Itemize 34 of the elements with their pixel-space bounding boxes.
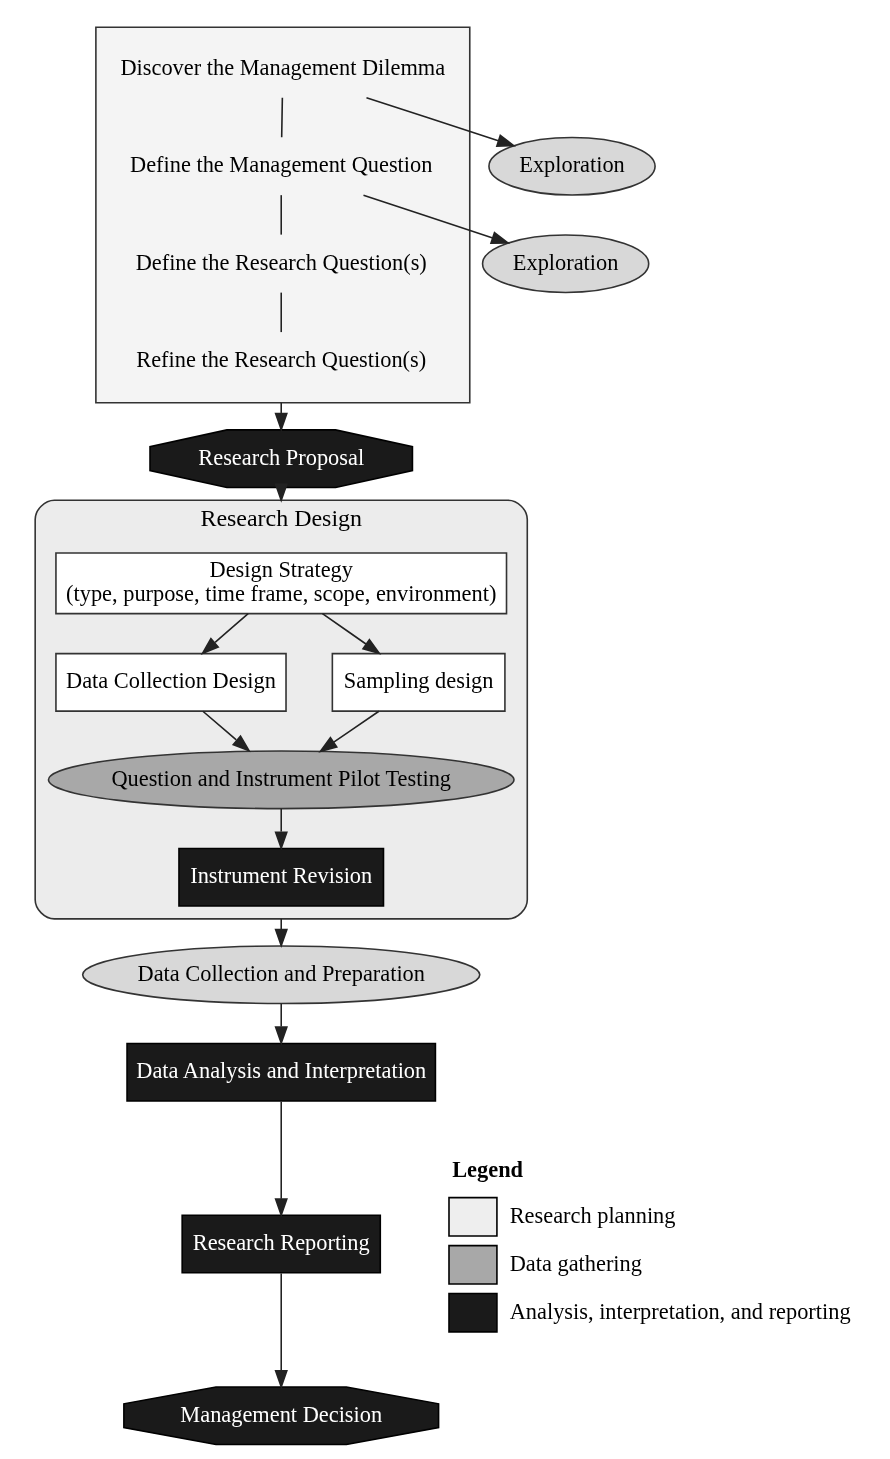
label: Legend	[452, 1157, 523, 1183]
node-box: Data Analysis and Interpretation	[126, 1042, 437, 1102]
arrow	[274, 918, 288, 949]
arrow	[274, 1100, 288, 1218]
arrow	[274, 401, 288, 432]
node-ellipse: Data Collection and Preparation	[81, 945, 481, 1005]
node-ellipse: Exploration	[481, 234, 650, 294]
arrow	[274, 1002, 288, 1046]
arrow	[202, 710, 251, 753]
arrow	[365, 96, 517, 147]
arrow	[274, 807, 288, 851]
cluster	[95, 26, 471, 404]
legend-label: Data gathering	[509, 1250, 642, 1276]
node-box: Sampling design	[331, 652, 506, 712]
legend-label: Research planning	[509, 1202, 676, 1228]
connector	[280, 96, 284, 138]
node-text: Define the Research Question(s)	[135, 249, 427, 275]
arrow	[362, 194, 511, 245]
arrow	[274, 483, 288, 503]
node-box: Design Strategy (type, purpose, time frame, scope, environment)	[55, 552, 508, 615]
connector	[280, 291, 283, 333]
arrow	[321, 612, 382, 655]
arrow	[200, 612, 249, 655]
node-box: Instrument Revision	[178, 847, 385, 907]
arrow	[274, 1272, 288, 1390]
node-box: Data Collection Design	[55, 652, 287, 712]
node-text: Refine the Research Question(s)	[136, 347, 427, 373]
node-ellipse: Question and Instrument Pilot Testing	[47, 750, 515, 810]
connector	[280, 194, 283, 236]
node-text: Discover the Management Dilemma	[120, 54, 446, 80]
arrow	[318, 710, 380, 753]
legend-label: Analysis, interpretation, and reporting	[509, 1298, 851, 1324]
node-box: Research Reporting	[181, 1214, 382, 1274]
node-text: Define the Management Question	[130, 152, 433, 178]
